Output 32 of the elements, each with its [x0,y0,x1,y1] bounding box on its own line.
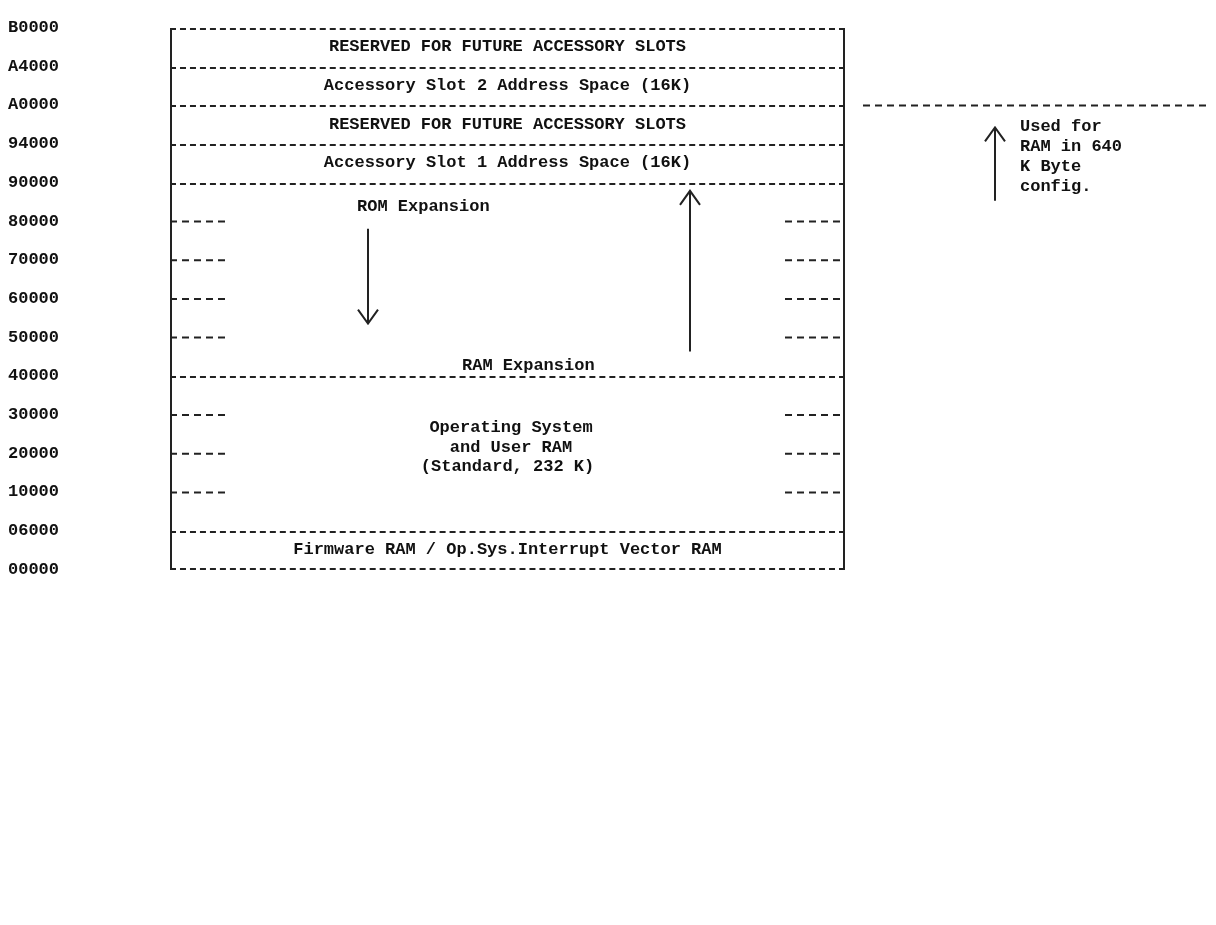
region-label: Accessory Slot 1 Address Space (16K) [322,153,693,174]
address-label: 40000 [8,366,59,387]
address-label: 06000 [8,521,59,542]
address-label: 20000 [8,443,59,464]
memory-region [170,376,845,532]
memory-region [170,105,845,145]
address-label: A4000 [8,56,59,77]
region-label: (Standard, 232 K) [419,457,596,478]
address-label: 10000 [8,482,59,503]
memory-region [170,66,845,106]
memory-region [170,144,845,183]
memory-region [170,182,845,377]
side-note: Used for RAM in 640 K Byte config. [1020,117,1124,198]
address-label: B0000 [8,18,59,38]
address-label: 90000 [8,172,59,193]
address-label: 30000 [8,405,59,425]
address-label: 80000 [8,211,59,232]
address-label: 70000 [8,250,59,271]
memory-region [170,28,845,67]
memory-region [170,531,845,570]
address-label: A0000 [8,95,59,116]
address-label: 50000 [8,327,59,348]
address-label: 00000 [8,559,59,580]
region-label: ROM Expansion [357,196,490,217]
region-label: RESERVED FOR FUTURE ACCESSORY SLOTS [327,114,688,135]
region-label: Operating System and User RAM [428,418,594,459]
region-label: RAM Expansion [462,355,595,376]
region-label: Firmware RAM / Op.Sys.Interrupt Vector RAM [292,540,723,561]
region-label: RESERVED FOR FUTURE ACCESSORY SLOTS [327,37,688,58]
region-label: Accessory Slot 2 Address Space (16K) [322,76,693,97]
address-label: 94000 [8,134,59,155]
address-label: 60000 [8,288,59,309]
